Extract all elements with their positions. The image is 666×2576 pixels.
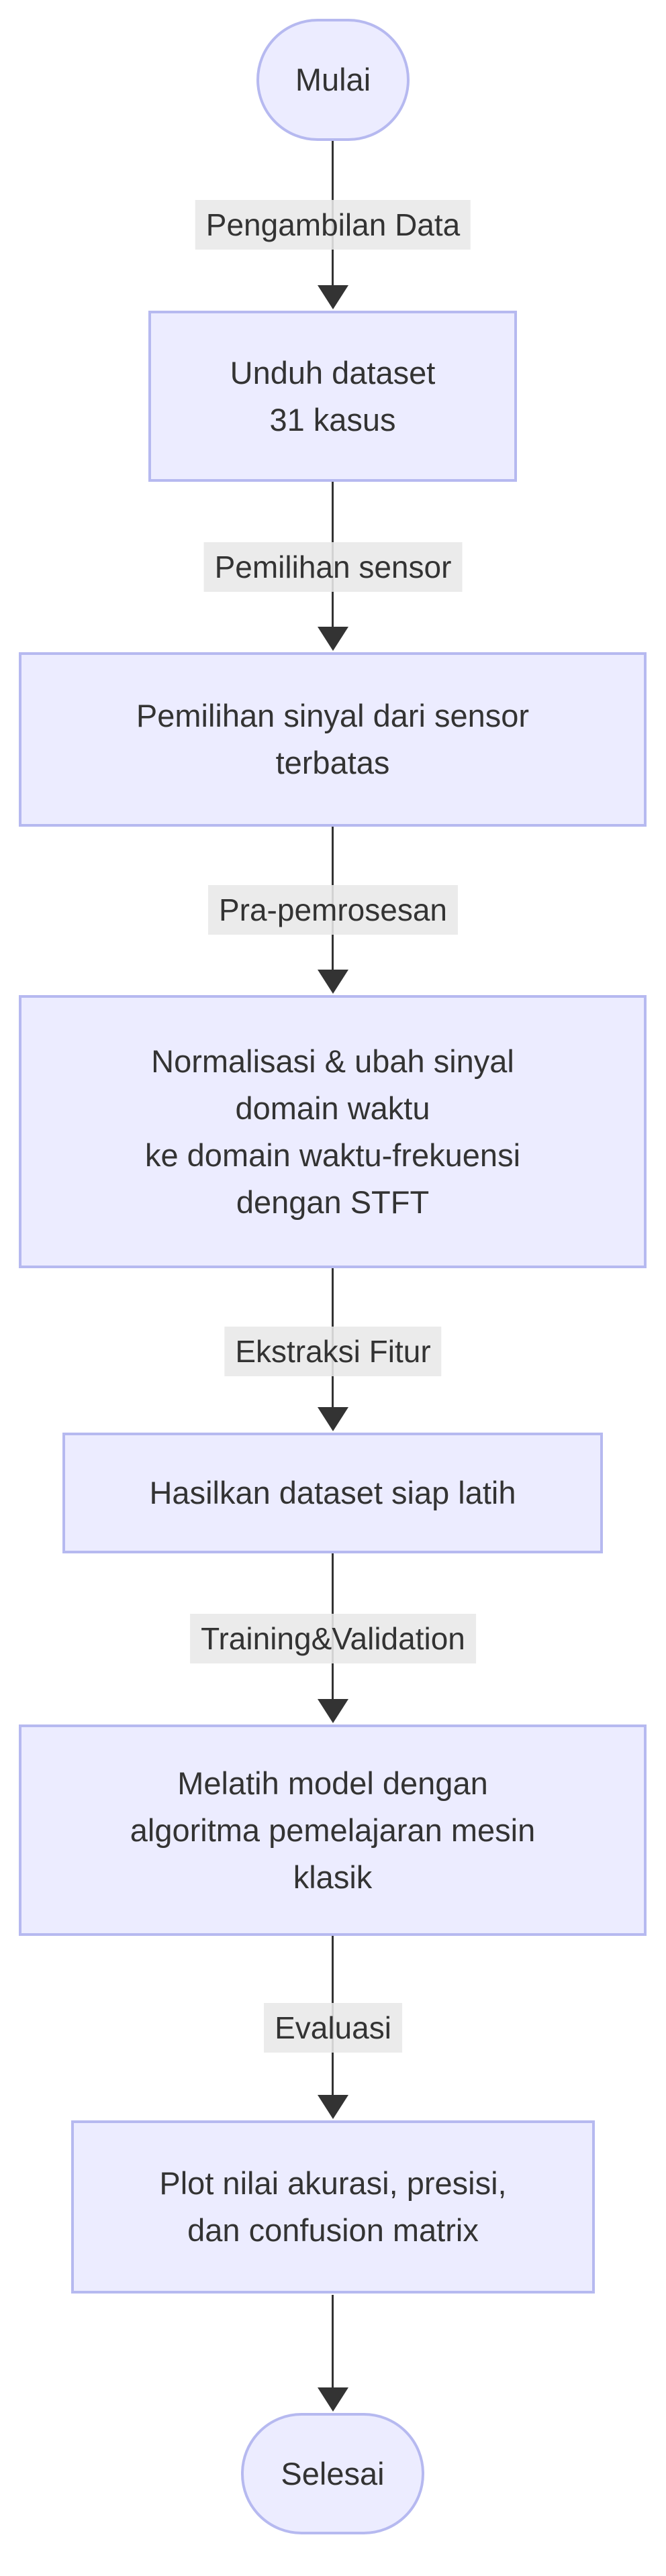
node-text-line: 31 kasus: [269, 401, 396, 437]
arrowhead-down-icon: [318, 970, 348, 994]
node-selesai: Selesai: [241, 2413, 424, 2534]
node-text-line: Unduh dataset: [230, 354, 436, 391]
node-text-line: Melatih model dengan: [177, 1765, 488, 1801]
node-text-line: Hasilkan dataset siap latih: [149, 1475, 516, 1510]
arrowhead-down-icon: [318, 285, 348, 309]
node-text-line: ke domain waktu-frekuensi: [144, 1137, 521, 1173]
edge-label-training-validation: Training&Validation: [190, 1614, 476, 1663]
node-text-line: terbatas: [275, 745, 390, 780]
node-text-line: dan confusion matrix: [187, 2212, 479, 2248]
edge-label-pemilihan-sensor: Pemilihan sensor: [203, 542, 463, 592]
node-text-line: algoritma pemelajaran mesin: [130, 1812, 536, 1848]
node-text-line: dengan STFT: [236, 1184, 430, 1220]
node-text-line: Mulai: [295, 62, 371, 97]
node-normalisasi-stft: Normalisasi & ubah sinyal domain waktu k…: [19, 995, 647, 1268]
node-text-line: Normalisasi & ubah sinyal: [151, 1043, 514, 1079]
node-unduh-dataset: Unduh dataset 31 kasus: [148, 311, 517, 482]
edge-label-evaluasi: Evaluasi: [264, 2003, 402, 2053]
arrowhead-down-icon: [318, 627, 348, 651]
edge-label-pra-pemrosesan: Pra-pemrosesan: [207, 885, 459, 935]
arrowhead-down-icon: [318, 1699, 348, 1723]
edge-line: [332, 2295, 334, 2389]
node-hasilkan-dataset: Hasilkan dataset siap latih: [62, 1433, 603, 1553]
node-text-line: Plot nilai akurasi, presisi,: [159, 2165, 507, 2201]
edge-label-ekstraksi-fitur: Ekstraksi Fitur: [224, 1327, 442, 1376]
node-melatih-model: Melatih model dengan algoritma pemelajar…: [19, 1724, 647, 1936]
node-plot-evaluasi: Plot nilai akurasi, presisi, dan confusi…: [71, 2120, 595, 2294]
node-text-line: domain waktu: [235, 1090, 430, 1126]
node-text-line: Selesai: [281, 2455, 385, 2491]
node-text-line: Pemilihan sinyal dari sensor: [136, 698, 530, 733]
arrowhead-down-icon: [318, 1407, 348, 1431]
arrowhead-down-icon: [318, 2387, 348, 2412]
node-text-line: klasik: [293, 1859, 373, 1895]
arrowhead-down-icon: [318, 2095, 348, 2119]
edge-label-pengambilan-data: Pengambilan Data: [195, 200, 471, 250]
node-mulai: Mulai: [256, 19, 410, 141]
node-pemilihan-sinyal: Pemilihan sinyal dari sensor terbatas: [19, 652, 647, 827]
